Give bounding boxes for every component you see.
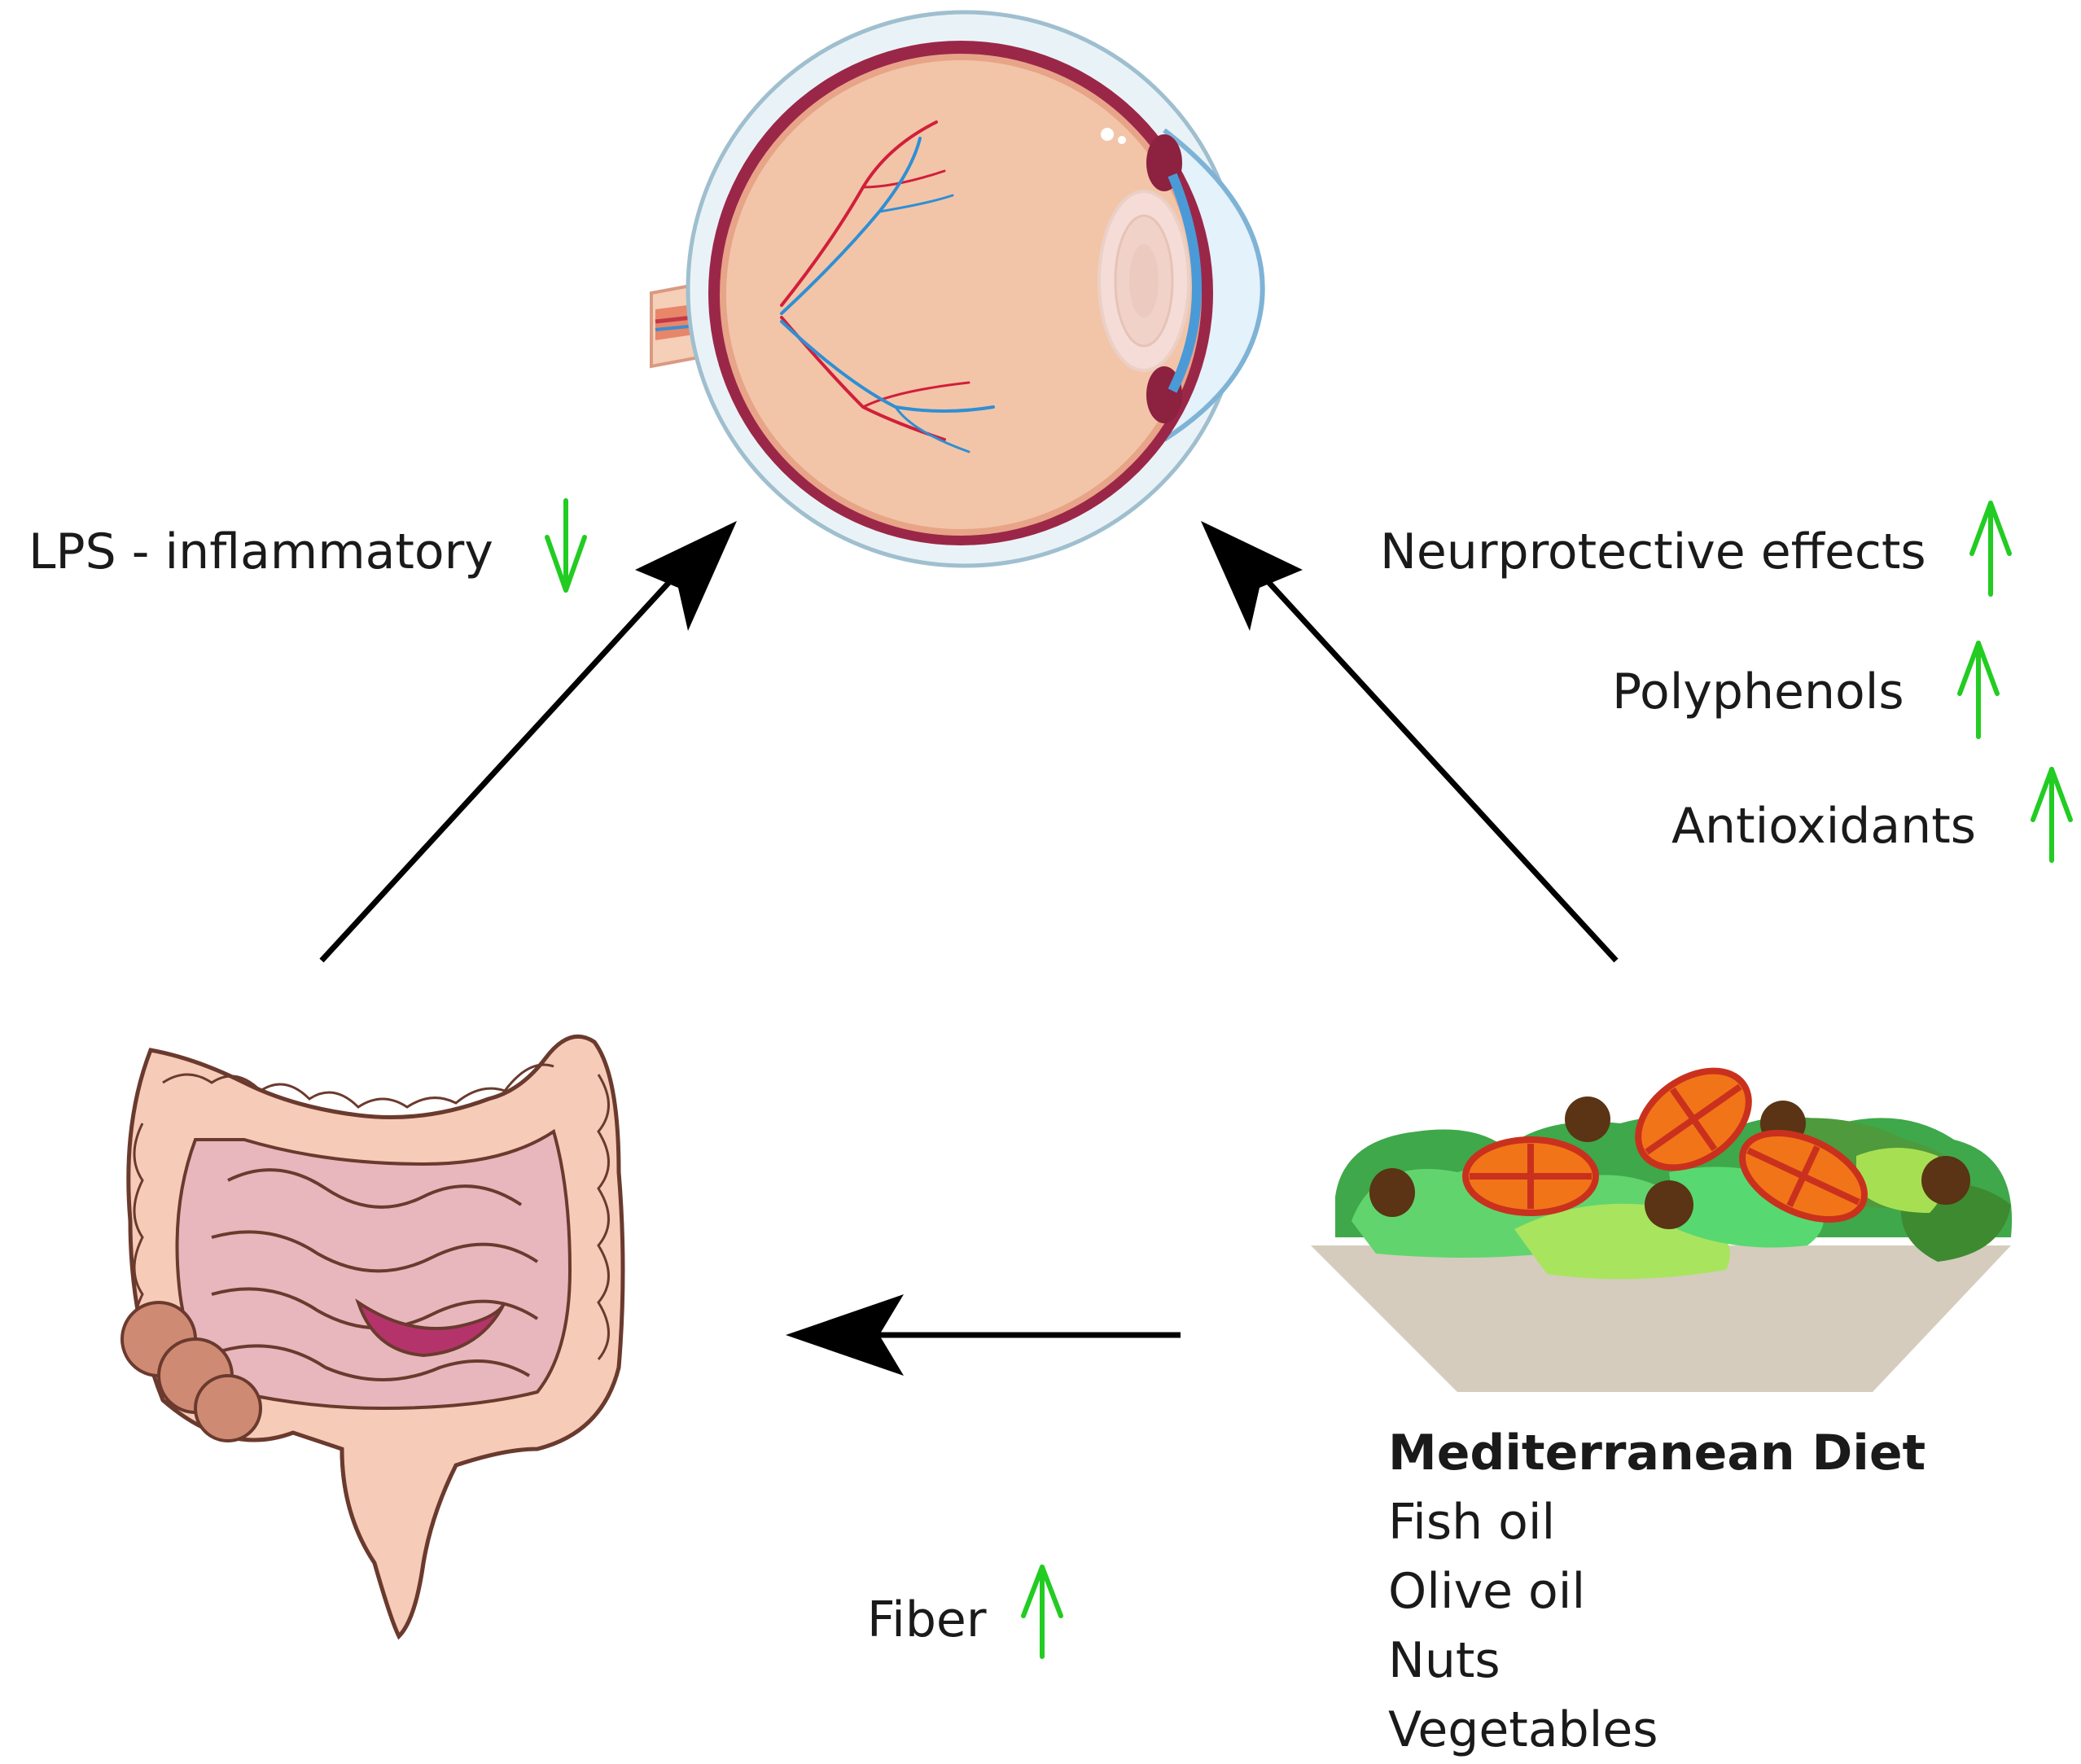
lps-inflammatory-label: LPS - inflammatory	[28, 523, 493, 580]
fiber-label: Fiber	[867, 1591, 987, 1648]
up-arrow-icon	[1969, 501, 2012, 597]
diet-item: Nuts	[1388, 1632, 1501, 1689]
down-arrow-icon	[545, 498, 587, 593]
up-arrow-icon	[1957, 641, 2000, 739]
neuroprotective-effects-label: Neurprotective effects	[1380, 523, 1926, 580]
intestines-illustration	[120, 1034, 625, 1640]
arrow-diet-to-eye	[1201, 521, 1619, 963]
arrow-gut-to-eye	[319, 521, 737, 963]
eye-illustration	[650, 10, 1265, 568]
polyphenols-label: Polyphenols	[1612, 663, 1904, 720]
up-arrow-icon	[1021, 1565, 1063, 1659]
arrow-diet-to-gut	[786, 1294, 1181, 1376]
salad-illustration	[1311, 1067, 2013, 1392]
diet-item: Fish oil	[1388, 1494, 1556, 1551]
up-arrow-icon	[2031, 767, 2073, 863]
diet-title: Mediterranean Diet	[1388, 1425, 1926, 1482]
antioxidants-label: Antioxidants	[1671, 798, 1976, 855]
diet-item: Vegetables	[1388, 1701, 1658, 1758]
diet-item: Olive oil	[1388, 1563, 1586, 1620]
